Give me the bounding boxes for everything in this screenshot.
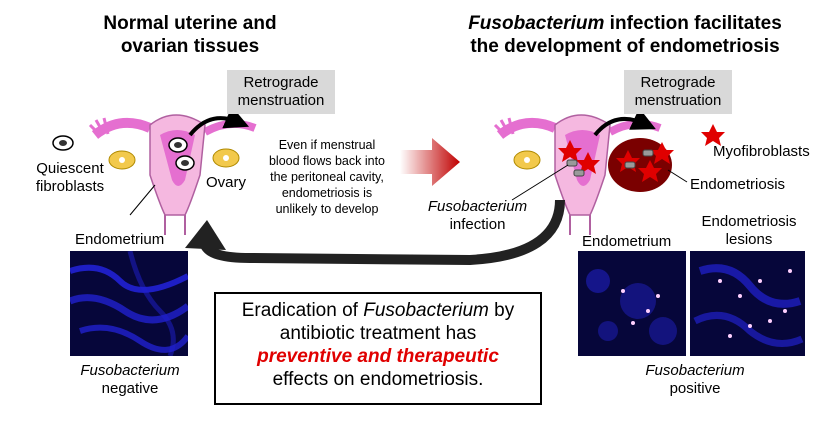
return-arrowhead — [185, 220, 226, 250]
quiescent-line1: Quiescent — [36, 160, 104, 177]
lesions-line1: Endometriosis — [701, 213, 797, 230]
center-line1-pre: Eradication of — [241, 300, 364, 321]
infection-italic: Fusobacterium — [427, 198, 528, 215]
right-retrograde-box: Retrograde menstruation — [624, 70, 732, 114]
right-title-italic: Fusobacterium — [468, 13, 605, 34]
right-lesions-image — [690, 251, 805, 356]
left-fuso-italic: Fusobacterium — [80, 362, 180, 379]
left-note: Even if menstrual blood flows back into … — [262, 137, 392, 217]
right-fuso-caption: Fusobacterium positive — [615, 362, 775, 398]
center-line3-red: preventive and therapeutic — [257, 346, 499, 367]
infection-word: infection — [449, 216, 506, 233]
right-endometrium-image — [578, 251, 686, 356]
note-line3: the peritoneal cavity, — [270, 170, 384, 184]
note-line2: blood flows back into — [268, 154, 386, 168]
note-line1: Even if menstrual — [278, 138, 376, 152]
right-fuso-italic: Fusobacterium — [645, 362, 745, 379]
left-retro-line1: Retrograde — [243, 74, 319, 91]
center-line4: effects on endometriosis. — [272, 369, 484, 390]
right-retro-line1: Retrograde — [640, 74, 716, 91]
right-retro-line2: menstruation — [634, 92, 722, 109]
center-line2: antibiotic treatment has — [279, 323, 477, 344]
lesions-label: Endometriosis lesions — [694, 213, 804, 249]
left-endometrium-label: Endometrium — [75, 231, 165, 248]
quiescent-fibroblasts-label: Quiescent fibroblasts — [30, 160, 110, 196]
left-retrograde-box: Retrograde menstruation — [227, 70, 335, 114]
center-message-box: Eradication of Fusobacterium by antibiot… — [214, 292, 542, 405]
left-title-line2: ovarian tissues — [120, 36, 260, 57]
left-tissue-image — [70, 251, 188, 356]
ovary-label: Ovary — [206, 174, 247, 191]
infection-label: Fusobacterium infection — [425, 198, 530, 234]
center-line1-post: by — [488, 300, 515, 321]
right-fuso-status: positive — [669, 380, 721, 397]
lesions-line2: lesions — [725, 231, 773, 248]
note-line4: endometriosis is — [281, 186, 373, 200]
right-uterus-icon — [493, 108, 725, 235]
myofibroblasts-label: Myofibroblasts — [713, 143, 810, 160]
left-fuso-status: negative — [101, 380, 159, 397]
return-arrow — [200, 199, 565, 266]
left-title-line1: Normal uterine and — [103, 13, 277, 34]
right-title-rest: infection facilitates — [604, 13, 782, 34]
left-fuso-caption: Fusobacterium negative — [60, 362, 200, 398]
center-line1-italic: Fusobacterium — [363, 300, 489, 321]
transition-arrow — [400, 138, 460, 186]
quiescent-line2: fibroblasts — [35, 178, 105, 195]
left-uterus-icon — [52, 106, 257, 235]
right-title: Fusobacterium infection facilitates the … — [420, 12, 830, 58]
right-title-line2: the development of endometriosis — [470, 36, 780, 57]
left-retro-line2: menstruation — [237, 92, 325, 109]
note-line5: unlikely to develop — [275, 202, 379, 216]
right-endometrium-label: Endometrium — [582, 233, 672, 250]
left-title: Normal uterine and ovarian tissues — [60, 12, 320, 58]
endometriosis-label: Endometriosis — [690, 176, 786, 193]
